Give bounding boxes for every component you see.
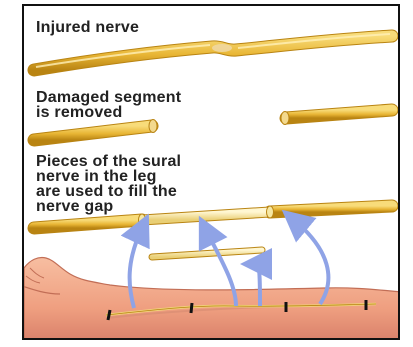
leg-illustration [24, 257, 400, 340]
diagram-frame: Injured nerve Damaged segment is removed… [22, 4, 400, 340]
step-label-injured-nerve: Injured nerve [36, 20, 139, 35]
step-label-segment-removed: Damaged segment is removed [36, 90, 181, 120]
sural-nerve-piece [152, 250, 262, 257]
step-label-sural-graft: Pieces of the sural nerve in the leg are… [36, 154, 181, 214]
injured-nerve [34, 34, 392, 70]
